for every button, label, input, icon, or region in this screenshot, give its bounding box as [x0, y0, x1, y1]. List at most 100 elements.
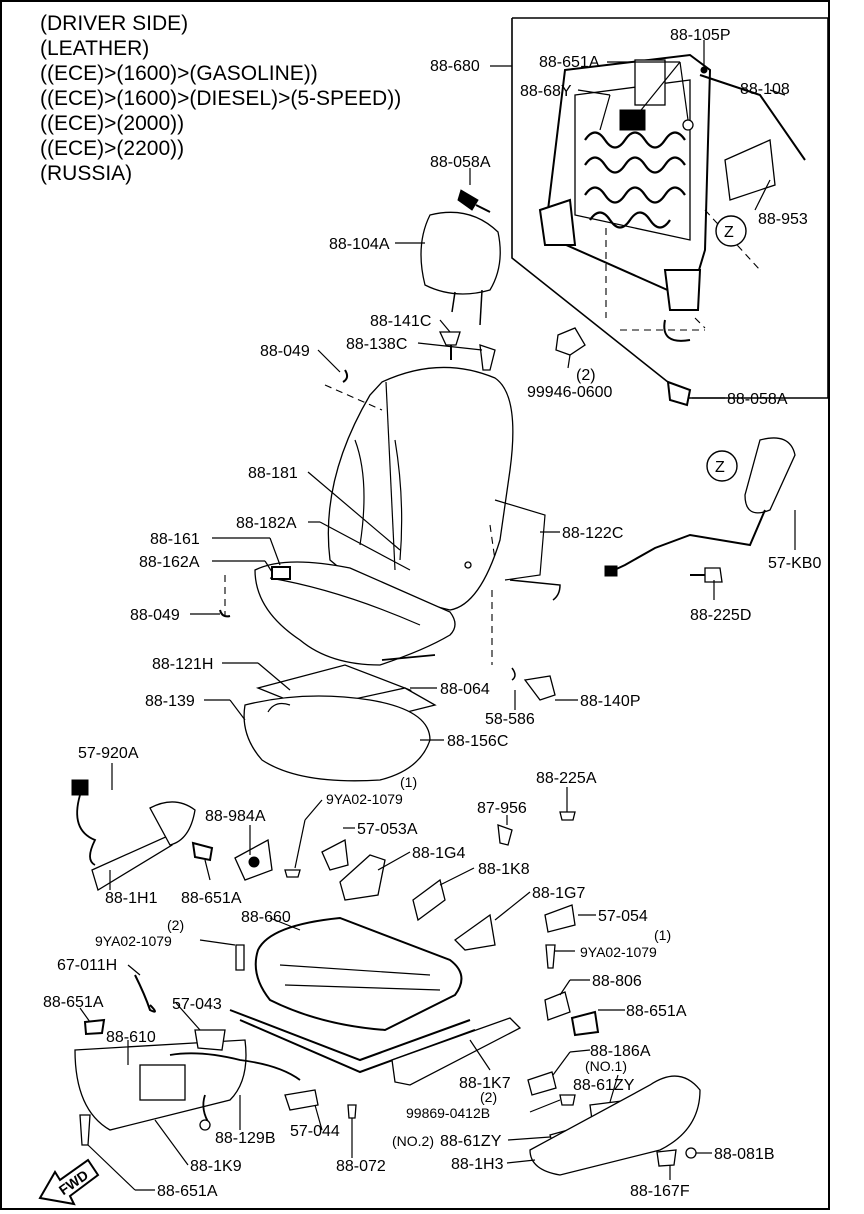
label-88-225a: 88-225A [536, 770, 597, 787]
label-88-049-top: 88-049 [260, 343, 310, 360]
label-88-186a: 88-186A [590, 1043, 651, 1060]
callout-labels: 88-680 88-651A 88-105P 88-68Y 88-108 88-… [43, 27, 821, 1200]
label-57-054: 57-054 [598, 908, 648, 925]
label-88-61zy-b: 88-61ZY [440, 1133, 502, 1150]
label-qty-2-c: (2) [480, 1089, 497, 1105]
spec-line-diesel: ((ECE)>(1600)>(DIESEL)>(5-SPEED)) [40, 87, 402, 110]
label-qty-2-b: (2) [167, 917, 184, 933]
label-88-058a-top: 88-058A [430, 154, 491, 171]
screw-88-651a-bottom [79, 1114, 91, 1146]
slide-cover-88-1k7 [391, 1017, 522, 1086]
bolt-88-058a-top [457, 189, 479, 211]
label-qty-2-top: (2) [576, 367, 596, 384]
label-57-kb0: 57-KB0 [768, 555, 821, 572]
label-88-1h1: 88-1H1 [105, 890, 158, 907]
label-88-122c: 88-122C [562, 525, 623, 542]
guide-88-138c [479, 344, 496, 371]
label-88-806: 88-806 [592, 973, 642, 990]
label-88-081b: 88-081B [714, 1146, 775, 1163]
side-cover-88-1h3 [529, 1075, 701, 1176]
label-58-586: 58-586 [485, 711, 535, 728]
bolt-88-651a-right [570, 1010, 600, 1037]
spec-line-2200: ((ECE)>(2200)) [40, 137, 185, 160]
nut-99946-0600 [555, 327, 586, 356]
cushion-pad-88-156c [243, 695, 431, 782]
cover-88-1g7 [453, 913, 496, 951]
spec-line-driver-side: (DRIVER SIDE) [40, 12, 189, 35]
label-9ya02-1079-a: 9YA02-1079 [326, 791, 403, 807]
label-88-139: 88-139 [145, 693, 195, 710]
bracket-57-043 [194, 1029, 226, 1051]
label-88-182a: 88-182A [236, 515, 297, 532]
label-88-984a: 88-984A [205, 808, 266, 825]
label-88-141c: 88-141C [370, 313, 431, 330]
label-88-181: 88-181 [248, 465, 298, 482]
clip-88-049-top [342, 369, 349, 383]
label-88-651a-mid: 88-651A [181, 890, 242, 907]
cap-88-167f [656, 1149, 677, 1167]
bracket-57-054 [544, 904, 576, 933]
label-88-1k7: 88-1K7 [459, 1075, 511, 1092]
clip-88-081b [685, 1147, 697, 1159]
bolt-9ya02-b [235, 944, 245, 971]
label-88-072: 88-072 [336, 1158, 386, 1175]
cover-88-1k8 [412, 878, 446, 922]
label-z-top: Z [724, 224, 734, 241]
spec-line-gasoline: ((ECE)>(1600)>(GASOLINE)) [40, 62, 318, 85]
label-no1: (NO.1) [585, 1058, 627, 1074]
lever-88-806 [544, 991, 571, 1021]
side-cover-88-1h1 [91, 834, 173, 891]
label-88-610: 88-610 [106, 1029, 156, 1046]
seatback-frame-inset [511, 17, 829, 399]
label-88-167f: 88-167F [630, 1183, 690, 1200]
zoom-marker-z-top [715, 215, 747, 247]
label-57-053a: 57-053A [357, 821, 418, 838]
label-88-138c: 88-138C [346, 336, 407, 353]
label-88-651a-left: 88-651A [43, 994, 104, 1011]
label-87-956: 87-956 [477, 800, 527, 817]
label-88-1g4: 88-1G4 [412, 845, 465, 862]
label-88-108: 88-108 [740, 81, 790, 98]
spec-line-leather: (LEATHER) [40, 37, 150, 60]
bolt-88-058a-bottom [666, 380, 692, 407]
bracket-57-044 [284, 1089, 319, 1111]
clip-88-049-mid [219, 609, 231, 618]
spec-line-2000: ((ECE)>(2000)) [40, 112, 185, 135]
module-88-610 [139, 1064, 186, 1101]
screw-99869 [559, 1094, 576, 1106]
zoom-marker-z-mid [706, 450, 738, 482]
label-88-1k8: 88-1K8 [478, 861, 530, 878]
label-88-61zy-a: 88-61ZY [573, 1077, 635, 1094]
spec-line-russia: (RUSSIA) [40, 162, 133, 185]
bracket-57-053a [321, 838, 349, 871]
headrest [420, 211, 501, 326]
lumbar-support-57-kb0 [604, 437, 796, 583]
label-88-140p: 88-140P [580, 693, 641, 710]
label-57-920a: 57-920A [78, 745, 139, 762]
clip-87-956 [497, 824, 513, 846]
label-88-651a-bottom: 88-651A [157, 1183, 218, 1200]
label-88-049-mid: 88-049 [130, 607, 180, 624]
label-88-953: 88-953 [758, 211, 808, 228]
label-88-105p: 88-105P [670, 27, 731, 44]
label-88-161: 88-161 [150, 531, 200, 548]
label-88-1g7: 88-1G7 [532, 885, 585, 902]
label-88-1k9: 88-1K9 [190, 1158, 242, 1175]
seatback-cushion [327, 366, 561, 611]
leader-lines [79, 40, 796, 1191]
seat-cushion [254, 561, 456, 666]
label-57-044: 57-044 [290, 1123, 340, 1140]
label-67-011h: 67-011H [57, 957, 117, 974]
clip-67-011h [134, 974, 156, 1013]
label-no2: (NO.2) [392, 1133, 434, 1149]
label-qty-1-b: (1) [654, 927, 671, 943]
harness-88-129b [169, 1052, 301, 1081]
label-qty-1-a: (1) [400, 774, 417, 790]
harness-57-920a [71, 779, 97, 866]
bolt-88-651a-mid [191, 841, 214, 862]
guide-88-141c [438, 331, 461, 346]
outer-frame [0, 0, 830, 1210]
label-57-043: 57-043 [172, 996, 222, 1013]
